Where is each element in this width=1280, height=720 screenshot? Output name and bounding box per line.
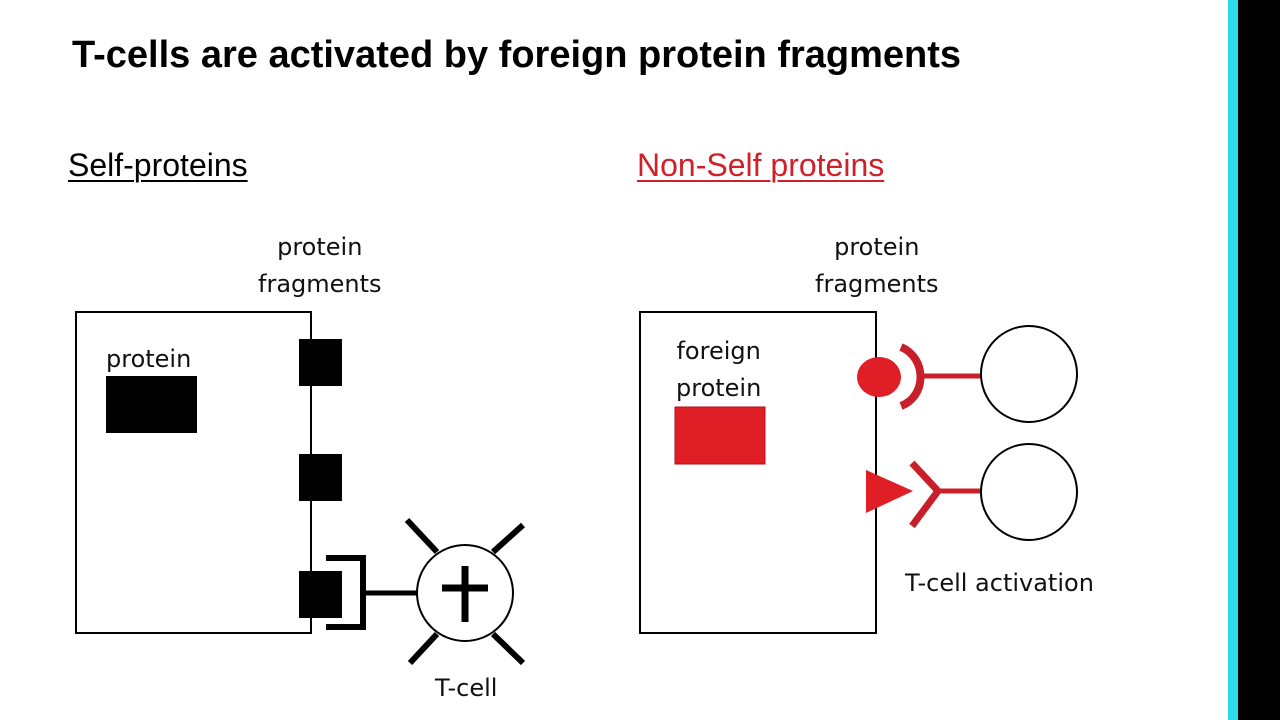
tcell-spike bbox=[404, 517, 440, 555]
self-fragment-1 bbox=[299, 339, 342, 386]
tcell bbox=[404, 517, 526, 666]
self-fragment-3 bbox=[299, 571, 342, 618]
heading-non-self-proteins: Non-Self proteins bbox=[637, 147, 885, 183]
foreign-protein-label-line1: foreign bbox=[676, 337, 761, 365]
heading-self-proteins: Self-proteins bbox=[68, 147, 248, 183]
self-fragments-label-line1: protein bbox=[277, 233, 363, 261]
self-fragment-2 bbox=[299, 454, 342, 501]
nonself-fragments-label: protein fragments bbox=[815, 229, 939, 303]
self-protein-block bbox=[106, 376, 197, 433]
diagram-graphic bbox=[75, 311, 1078, 666]
self-protein-label: protein bbox=[106, 345, 192, 373]
foreign-protein-block bbox=[674, 406, 766, 465]
self-fragments-label-line2: fragments bbox=[258, 270, 382, 298]
tcell-spike bbox=[490, 522, 526, 555]
tcell-label: T-cell bbox=[435, 674, 498, 702]
tcell-activated-1 bbox=[980, 325, 1078, 423]
nonself-fragments-label-line2: fragments bbox=[815, 270, 939, 298]
foreign-fragment-triangle bbox=[866, 470, 913, 513]
screen-edge bbox=[1238, 0, 1280, 720]
slide-title: T-cells are activated by foreign protein… bbox=[72, 34, 962, 76]
self-fragments-label: protein fragments bbox=[258, 229, 382, 303]
foreign-protein-label-line2: protein bbox=[676, 374, 762, 402]
self-cell-outline bbox=[75, 311, 312, 634]
foreign-protein-label: foreign protein bbox=[676, 333, 761, 407]
nonself-fragments-label-line1: protein bbox=[834, 233, 920, 261]
receptor-y-arm bbox=[909, 460, 941, 494]
tcell-activation-label: T-cell activation bbox=[905, 569, 1094, 597]
accent-bar bbox=[1228, 0, 1238, 720]
tcell-spike bbox=[407, 631, 440, 666]
receptor-curved bbox=[899, 343, 925, 410]
slide: T-cells are activated by foreign protein… bbox=[0, 0, 1228, 720]
nonself-cell-outline bbox=[639, 311, 877, 634]
tcell-spike bbox=[490, 631, 526, 666]
tcell-activated-2 bbox=[980, 443, 1078, 541]
foreign-fragment-round bbox=[857, 357, 901, 397]
receptor-y-arm bbox=[909, 488, 941, 529]
